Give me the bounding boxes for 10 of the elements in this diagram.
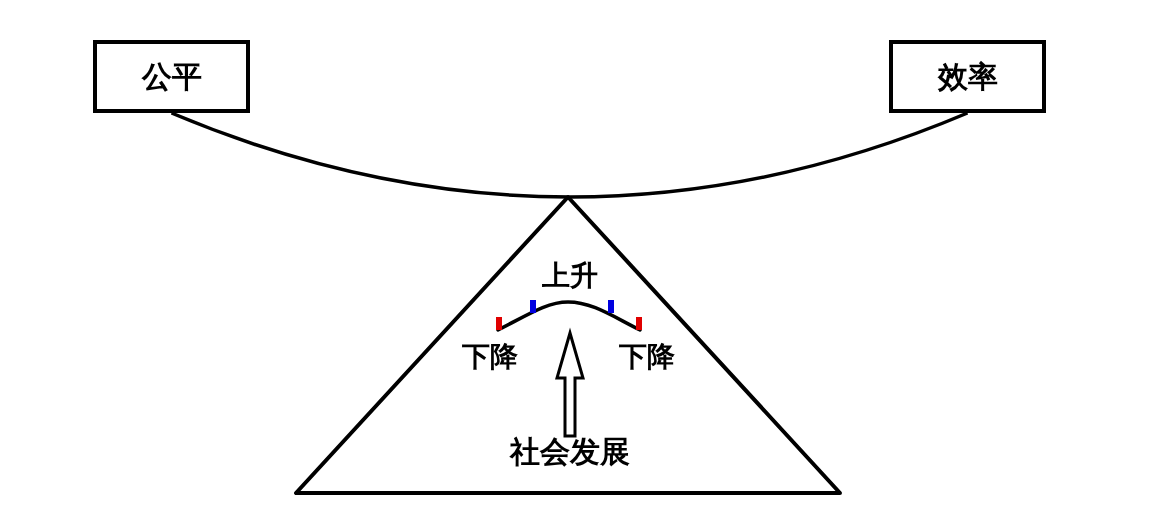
text-label: 下降 — [619, 343, 675, 371]
triangle — [294, 195, 842, 495]
text-label: 上升 — [542, 262, 598, 290]
arc-line — [496, 300, 642, 333]
curved-line — [170, 111, 969, 199]
hollow-arrow — [555, 327, 585, 438]
text-box: 公平 — [93, 40, 250, 113]
text-box: 效率 — [889, 40, 1046, 113]
text-label: 下降 — [462, 343, 518, 371]
text-label: 社会发展 — [508, 436, 632, 468]
